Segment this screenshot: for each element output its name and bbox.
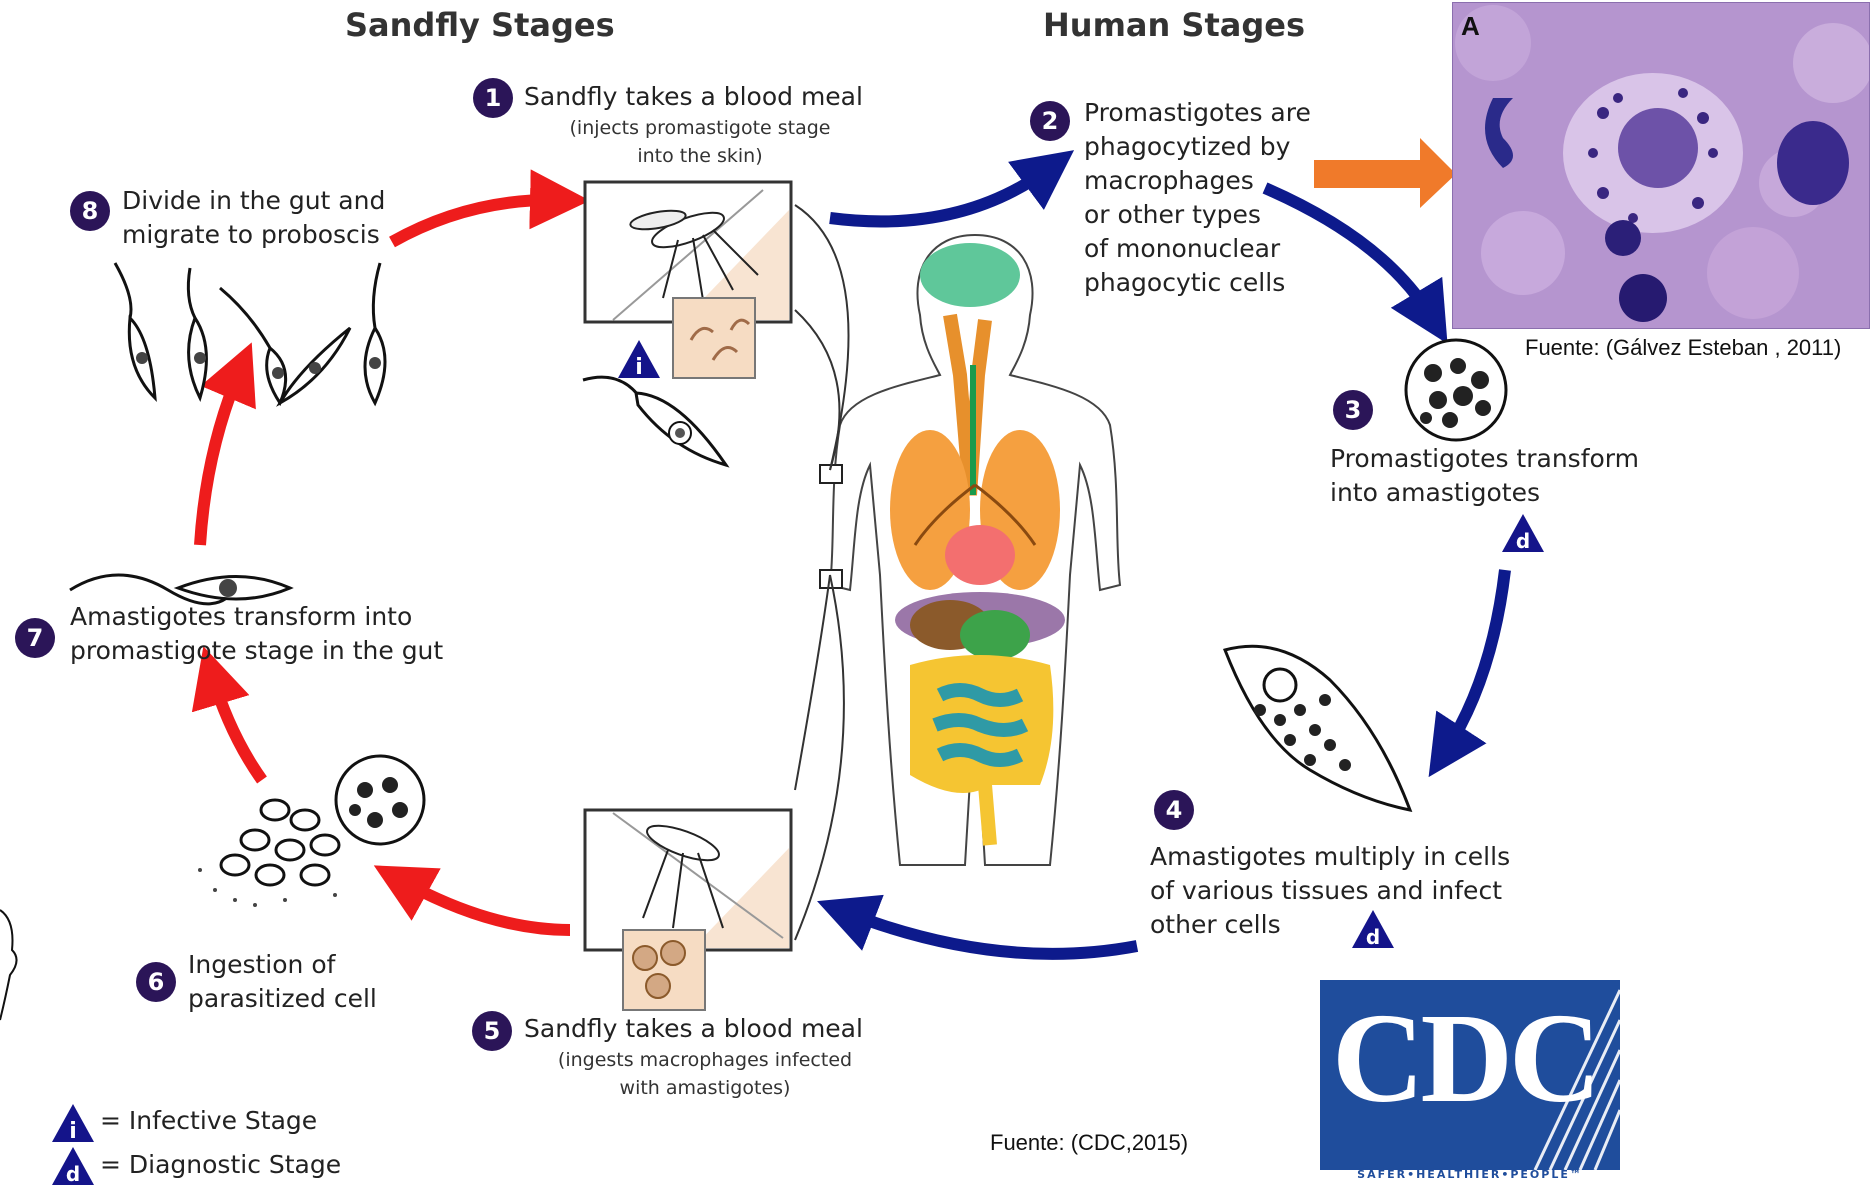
step-1-badge: 1 bbox=[473, 78, 513, 118]
cdc-logo-letters: CDC bbox=[1332, 988, 1597, 1128]
legend-infective-icon: i bbox=[50, 1102, 96, 1144]
promastigotes-drawing-step8 bbox=[110, 258, 410, 408]
svg-text:d: d bbox=[66, 1162, 80, 1186]
diagnostic-stage-icon-step3: d bbox=[1500, 512, 1546, 554]
ingested-cell-drawing-step6 bbox=[175, 750, 435, 920]
step-1-sub-line2: into the skin) bbox=[520, 142, 880, 170]
step-5-badge: 5 bbox=[472, 1011, 512, 1051]
step-4-badge: 4 bbox=[1154, 790, 1194, 830]
diagnostic-stage-icon-step4: d bbox=[1350, 908, 1396, 950]
step-3-badge: 3 bbox=[1333, 390, 1373, 430]
step-2-line2: phagocytized by bbox=[1084, 130, 1290, 164]
cropped-edge-drawing bbox=[0, 900, 30, 1040]
step-6-badge: 6 bbox=[136, 962, 176, 1002]
sandfly-bite-panel-top bbox=[583, 180, 793, 380]
step-5-sub-line2: with amastigotes) bbox=[510, 1074, 900, 1102]
arrow-2-to-3 bbox=[1265, 188, 1432, 318]
legend-diagnostic-label: = Diagnostic Stage bbox=[100, 1150, 341, 1179]
step-4-line1: Amastigotes multiply in cells bbox=[1150, 840, 1510, 874]
step-6-line1: Ingestion of bbox=[188, 948, 335, 982]
sandfly-bite-panel-bottom bbox=[583, 808, 793, 1018]
cdc-logo: CDC bbox=[1320, 980, 1620, 1170]
step-5-sub-line1: (ingests macrophages infected bbox=[510, 1046, 900, 1074]
step-7-line2: promastigote stage in the gut bbox=[70, 634, 443, 668]
step-4-line2: of various tissues and infect bbox=[1150, 874, 1502, 908]
panel-connector-lines bbox=[790, 200, 930, 960]
step-2-line1: Promastigotes are bbox=[1084, 96, 1311, 130]
step-5-title: Sandfly takes a blood meal bbox=[524, 1012, 863, 1046]
svg-text:d: d bbox=[1366, 925, 1380, 949]
step-1-sub-line1: (injects promastigote stage bbox=[520, 114, 880, 142]
micrograph-panel: A bbox=[1452, 2, 1870, 329]
promastigote-drawing-step1 bbox=[578, 365, 738, 475]
step-2-line3: macrophages bbox=[1084, 164, 1254, 198]
step-7-badge: 7 bbox=[15, 618, 55, 658]
pointer-arrow bbox=[1314, 138, 1456, 208]
infected-cell-drawing-step4 bbox=[1220, 640, 1420, 820]
arrow-3-to-4 bbox=[1445, 570, 1505, 752]
svg-text:d: d bbox=[1516, 529, 1530, 553]
legend-infective-label: = Infective Stage bbox=[100, 1106, 317, 1135]
micrograph-caption: Fuente: (Gálvez Esteban , 2011) bbox=[1525, 335, 1841, 361]
legend-diagnostic-icon: d bbox=[50, 1145, 96, 1187]
step-2-badge: 2 bbox=[1030, 101, 1070, 141]
step-8-badge: 8 bbox=[70, 191, 110, 231]
step-8-line1: Divide in the gut and bbox=[122, 184, 385, 218]
micrograph-cells bbox=[1453, 3, 1869, 328]
arrow-8-to-1 bbox=[392, 200, 560, 242]
micrograph-label: A bbox=[1461, 11, 1480, 42]
step-1-title: Sandfly takes a blood meal bbox=[524, 80, 863, 114]
step-3-line2: into amastigotes bbox=[1330, 476, 1540, 510]
cdc-logo-tagline: SAFER•HEALTHIER•PEOPLE™ bbox=[1322, 1168, 1618, 1181]
step-8-line2: migrate to proboscis bbox=[122, 218, 380, 252]
step-3-line1: Promastigotes transform bbox=[1330, 442, 1639, 476]
macrophage-drawing-step3 bbox=[1398, 338, 1518, 448]
step-7-line1: Amastigotes transform into bbox=[70, 600, 412, 634]
step-4-line3: other cells bbox=[1150, 908, 1281, 942]
cdc-source-caption: Fuente: (CDC,2015) bbox=[990, 1130, 1188, 1156]
step-6-line2: parasitized cell bbox=[188, 982, 377, 1016]
svg-text:i: i bbox=[69, 1119, 77, 1144]
